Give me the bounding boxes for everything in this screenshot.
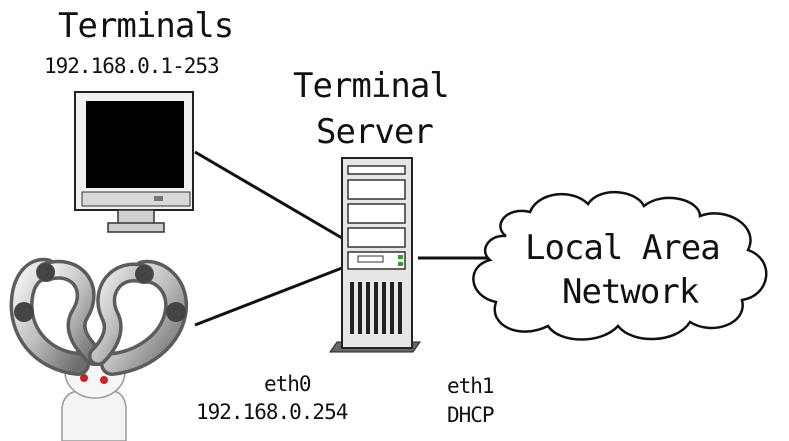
terminals-ip-range: 192.168.0.1-253 (44, 54, 220, 78)
eth1-name: eth1 (447, 374, 495, 398)
link-terminal-server (194, 150, 343, 240)
link-robot-server (194, 266, 343, 327)
lan-label-line1: Local Area (525, 228, 721, 268)
robot-arm-icon (9, 257, 189, 441)
monitor-icon (74, 91, 194, 233)
eth0-ip: 192.168.0.254 (196, 400, 348, 424)
server-tower-icon (329, 157, 421, 353)
server-title-line2: Server (316, 112, 434, 152)
lan-label-line2: Network (562, 272, 699, 312)
terminals-title: Terminals (58, 6, 234, 46)
eth1-mode: DHCP (447, 403, 495, 427)
eth0-name: eth0 (264, 372, 312, 396)
server-title-line1: Terminal (293, 66, 450, 106)
cloud-icon (472, 190, 768, 341)
